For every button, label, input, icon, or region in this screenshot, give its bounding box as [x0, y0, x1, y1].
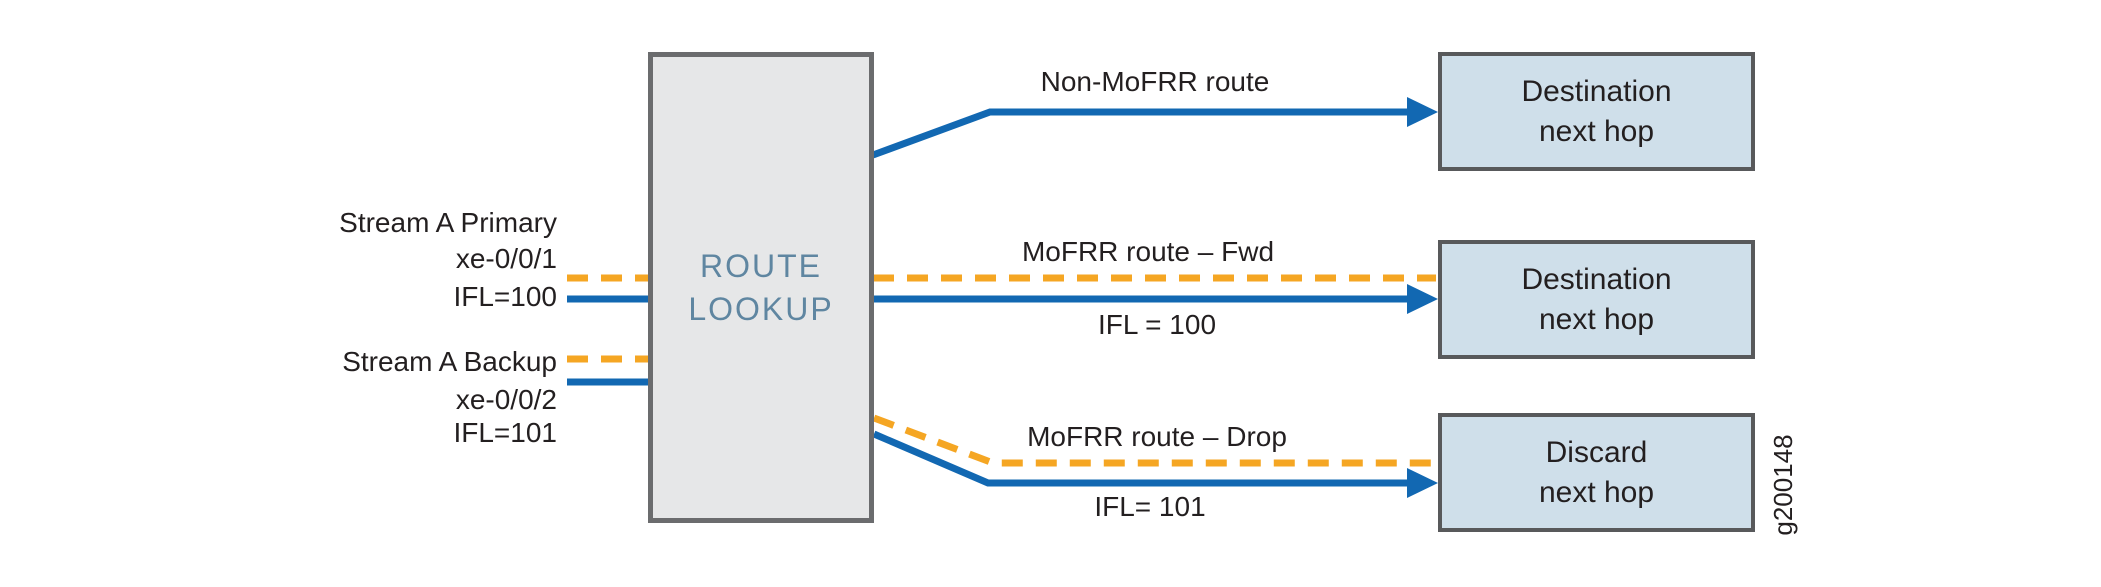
stream-a-primary-label: Stream A Primary — [339, 207, 557, 238]
stream-a-primary-interface: xe-0/0/1 — [455, 243, 557, 274]
non-mofrr-route-label: Non-MoFRR route — [1040, 66, 1270, 97]
destination-next-hop-box-1: Destination next hop — [1438, 52, 1755, 171]
non-mofrr-arrowhead-icon — [1407, 97, 1438, 127]
nexthop-label-line2: next hop — [1538, 302, 1655, 336]
nexthop-label-line1: Discard — [1545, 435, 1648, 469]
stream-a-backup-ifl: IFL=101 — [453, 417, 557, 448]
discard-next-hop-box: Discard next hop — [1438, 413, 1755, 532]
mofrr-drop-route-label: MoFRR route – Drop — [1027, 421, 1287, 452]
nexthop-label-line1: Destination — [1521, 262, 1672, 296]
non-mofrr-line — [871, 108, 1410, 159]
nexthop-label-line2: next hop — [1538, 475, 1655, 509]
stream-a-backup-label: Stream A Backup — [342, 346, 557, 377]
mofrr-drop-ifl-label: IFL= 101 — [1094, 491, 1206, 522]
mofrr-drop-arrowhead-icon — [1407, 468, 1438, 498]
figure-id-label: g200148 — [1768, 434, 1798, 536]
mofrr-drop-dashed-line — [872, 414, 1436, 467]
stream-a-backup-interface: xe-0/0/2 — [455, 384, 557, 415]
destination-next-hop-box-2: Destination next hop — [1438, 240, 1755, 359]
mofrr-drop-line — [872, 430, 1410, 487]
mofrr-fwd-ifl-label: IFL = 100 — [1097, 309, 1217, 340]
mofrr-fwd-arrowhead-icon — [1407, 284, 1438, 314]
mofrr-fwd-route-label: MoFRR route – Fwd — [1021, 236, 1275, 267]
route-lookup-box: ROUTE LOOKUP — [648, 52, 874, 523]
stream-a-primary-ifl: IFL=100 — [453, 281, 557, 312]
route-lookup-label-line2: LOOKUP — [688, 290, 834, 327]
nexthop-label-line1: Destination — [1521, 74, 1672, 108]
nexthop-label-line2: next hop — [1538, 114, 1655, 148]
route-lookup-label-line1: ROUTE — [700, 247, 822, 284]
